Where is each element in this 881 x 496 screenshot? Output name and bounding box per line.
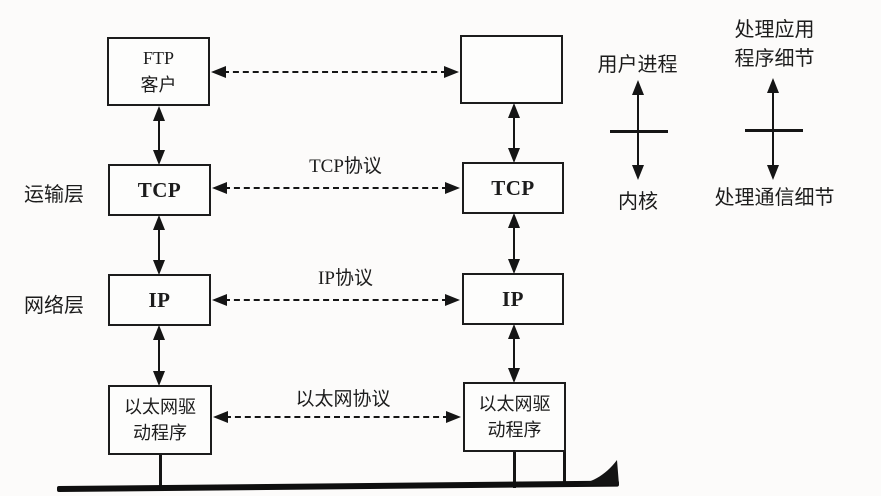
arrowhead-left-icon <box>212 294 227 306</box>
dashed-line <box>225 416 449 418</box>
ip-right-label: IP <box>502 286 524 311</box>
bus-connector-right <box>513 452 516 488</box>
ethernet-protocol-label: 以太网协议 <box>295 389 391 410</box>
solid-line <box>157 337 160 374</box>
user-process-label: 用户进程 <box>597 54 678 76</box>
dashed-arrow-tcp-peer <box>212 180 460 196</box>
dashed-arrow-ip-peer <box>212 292 460 308</box>
page-curl-mark <box>572 460 619 485</box>
network-layer-label: 网络层 <box>24 295 84 317</box>
arrowhead-down-icon <box>507 148 520 163</box>
arrowhead-right-icon <box>444 66 459 78</box>
arrowhead-up-icon <box>766 78 779 93</box>
vertical-arrow-ip-eth-left <box>150 325 167 386</box>
arrowhead-right-icon <box>445 182 460 194</box>
dashed-line <box>223 71 447 73</box>
vertical-arrow-app-tcp-right <box>505 103 522 163</box>
arrowhead-down-icon <box>766 165 779 180</box>
tcp-left-label: TCP <box>137 177 182 202</box>
ethernet-driver-left-line1: 以太网驱 <box>124 396 196 417</box>
vertical-arrow-tcp-ip-right <box>505 213 522 274</box>
ip-left-label: IP <box>148 287 171 312</box>
transport-layer-label: 运输层 <box>24 184 84 206</box>
arrowhead-left-icon <box>211 66 226 78</box>
solid-line <box>157 227 160 263</box>
app-detail-label-line1: 处理应用 <box>734 19 815 41</box>
arrowhead-down-icon <box>152 371 165 386</box>
dashed-line <box>224 299 448 301</box>
ethernet-driver-right-box: 以太网驱 动程序 <box>463 382 566 452</box>
arrowhead-left-icon <box>212 182 227 194</box>
detail-boundary-tick <box>745 129 803 132</box>
arrowhead-down-icon <box>152 260 165 275</box>
arrowhead-left-icon <box>213 411 228 423</box>
solid-line <box>512 115 515 151</box>
solid-line <box>157 118 160 153</box>
dashed-arrow-ethernet-peer <box>213 409 461 425</box>
user-kernel-boundary-tick <box>610 130 668 133</box>
arrowhead-up-icon <box>507 213 520 228</box>
arrowhead-up-icon <box>507 324 520 339</box>
tcp-left-box: TCP <box>108 164 211 216</box>
ftp-client-label-line2: 客户 <box>140 74 177 95</box>
arrowhead-up-icon <box>152 106 165 121</box>
ethernet-driver-right-line1: 以太网驱 <box>478 393 551 414</box>
vertical-arrow-tcp-ip-left <box>150 215 167 275</box>
arrowhead-down-icon <box>631 165 644 180</box>
tcp-right-label: TCP <box>491 175 535 200</box>
ethernet-driver-left-line2: 动程序 <box>133 423 187 443</box>
arrowhead-right-icon <box>445 294 460 306</box>
bus-connector-left <box>159 455 162 491</box>
solid-line <box>512 225 515 262</box>
peer-app-box <box>460 35 563 104</box>
arrowhead-down-icon <box>507 259 520 274</box>
tcp-right-box: TCP <box>462 162 564 214</box>
arrowhead-right-icon <box>446 411 461 423</box>
ftp-client-box: FTP 客户 <box>107 37 210 106</box>
app-detail-label-line2: 程序细节 <box>734 48 815 70</box>
ethernet-bus-line <box>56 480 620 492</box>
arrowhead-up-icon <box>507 103 520 118</box>
solid-line <box>512 336 515 371</box>
kernel-label: 内核 <box>618 191 658 213</box>
tcp-protocol-label: TCP协议 <box>309 156 382 177</box>
arrowhead-up-icon <box>152 215 165 230</box>
ip-right-box: IP <box>462 273 564 325</box>
ethernet-driver-left-box: 以太网驱 动程序 <box>108 385 212 455</box>
ip-protocol-label: IP协议 <box>318 268 373 289</box>
arrowhead-up-icon <box>152 325 165 340</box>
arrowhead-down-icon <box>507 368 520 383</box>
arrowhead-up-icon <box>631 80 644 95</box>
vertical-arrow-ip-eth-right <box>505 324 522 383</box>
vertical-arrow-app-tcp-left <box>150 106 167 165</box>
ip-left-box: IP <box>108 274 211 326</box>
dashed-line <box>224 187 448 189</box>
dashed-arrow-app-peer <box>211 64 459 80</box>
ftp-client-label-line1: FTP <box>142 48 175 69</box>
ethernet-driver-right-line2: 动程序 <box>487 420 542 440</box>
bus-connector-right-edge <box>563 452 566 484</box>
arrowhead-down-icon <box>152 150 165 165</box>
comm-detail-label: 处理通信细节 <box>714 187 835 209</box>
